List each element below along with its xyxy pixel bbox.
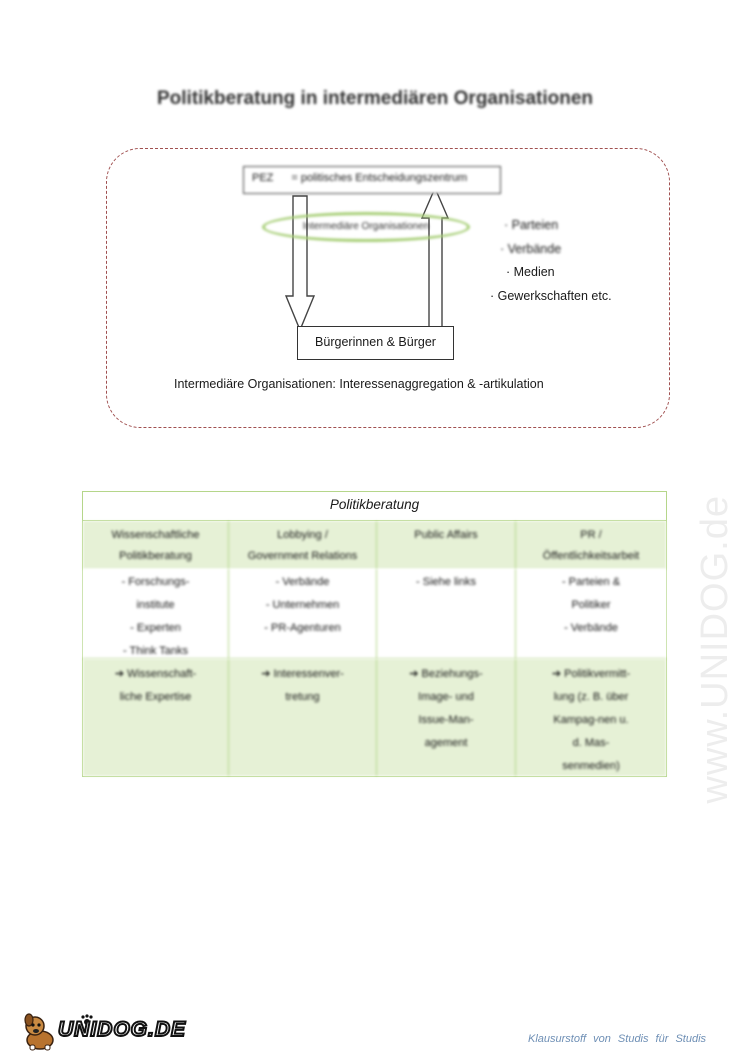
cell-line: senmedien): [562, 760, 620, 772]
header-line: Öffentlichkeitsarbeit: [542, 550, 640, 562]
cell-line: Image- und: [418, 691, 474, 703]
up-arrow-icon: [420, 186, 450, 335]
list-item: · Parteien: [504, 218, 559, 232]
footer-slogan: Klausurstoff von Studis für Studis: [528, 1033, 707, 1045]
cell-line: - Verbände: [275, 576, 330, 588]
table-header-cell: Lobbying / Government Relations: [229, 521, 377, 569]
intermediary-ellipse: Intermediäre Organisationen: [262, 212, 470, 242]
diagram-frame: [106, 148, 670, 428]
cell-line: Issue-Man-: [418, 714, 474, 726]
list-item: · Medien: [506, 265, 555, 279]
table-row: - Forschungs- institute - Experten - Thi…: [83, 569, 666, 659]
table-title: Politikberatung: [83, 492, 666, 521]
header-line: Politikberatung: [119, 550, 192, 562]
cell-line: tretung: [285, 691, 320, 703]
cell-line: ➔ Politikvermitt-: [551, 668, 631, 680]
header-line: Lobbying /: [277, 529, 328, 541]
cell-line: - Think Tanks: [122, 645, 188, 657]
cell-line: - Experten: [130, 622, 181, 634]
pez-text: = politisches Entscheidungszentrum: [291, 172, 468, 184]
paw-icon: [81, 1014, 93, 1025]
cell-line: d. Mas-: [572, 737, 610, 749]
header-line: Public Affairs: [414, 529, 478, 541]
cell-line: - Parteien &: [561, 576, 621, 588]
cell-line: - Forschungs-: [121, 576, 190, 588]
table-cell: ➔ Beziehungs- Image- und Issue-Man- agem…: [377, 659, 516, 776]
cell-line: lung (z. B. über: [553, 691, 629, 703]
watermark-text: www.UNIDOG.de: [694, 495, 736, 804]
table-header-row: Wissenschaftliche Politikberatung Lobbyi…: [83, 521, 666, 569]
cell-line: ➔ Interessenver-: [261, 668, 344, 680]
table-cell: - Siehe links: [377, 569, 516, 659]
table-cell: ➔ Politikvermitt- lung (z. B. über Kampa…: [516, 659, 666, 776]
intermediary-label: Intermediäre Organisationen: [302, 221, 430, 232]
header-line: Government Relations: [247, 550, 358, 562]
politikberatung-table: Politikberatung Wissenschaftliche Politi…: [82, 491, 667, 777]
cell-line: Politiker: [571, 599, 611, 611]
cell-line: ➔ Beziehungs-: [409, 668, 483, 680]
table-cell: - Forschungs- institute - Experten - Thi…: [83, 569, 229, 659]
table-row: ➔ Wissenschaft- liche Expertise ➔ Intere…: [83, 659, 666, 776]
cell-line: - Unternehmen: [265, 599, 340, 611]
cell-line: institute: [136, 599, 175, 611]
diagram-caption: Intermediäre Organisationen: Interessena…: [174, 377, 544, 391]
table-cell: - Parteien & Politiker - Verbände: [516, 569, 666, 659]
cell-line: agement: [424, 737, 468, 749]
dog-logo-icon: [24, 1013, 54, 1051]
page-title: Politikberatung in intermediären Organis…: [156, 88, 594, 109]
cell-line: - Verbände: [564, 622, 618, 634]
table-cell: ➔ Interessenver- tretung: [229, 659, 377, 776]
header-line: PR /: [580, 529, 602, 541]
list-item: · Verbände: [500, 241, 562, 256]
header-line: Wissenschaftliche: [111, 529, 200, 541]
cell-line: Kampag-nen u.: [553, 714, 629, 726]
cell-line: - Siehe links: [416, 576, 476, 588]
list-item: · Gewerkschaften etc.: [490, 288, 612, 303]
pez-box: PEZ = politisches Entscheidungszentrum: [243, 166, 501, 194]
table-cell: ➔ Wissenschaft- liche Expertise: [83, 659, 229, 776]
table-header-cell: Wissenschaftliche Politikberatung: [83, 521, 229, 569]
cell-line: ➔ Wissenschaft-: [114, 668, 197, 680]
citizens-box: Bürgerinnen & Bürger: [297, 326, 454, 360]
table-header-cell: PR / Öffentlichkeitsarbeit: [516, 521, 666, 569]
organisation-list: · Parteien · Verbände · Medien · Gewerks…: [490, 214, 612, 308]
cell-line: - PR-Agenturen: [264, 622, 341, 634]
table-header-cell: Public Affairs: [377, 521, 516, 569]
table-cell: - Verbände - Unternehmen - PR-Agenturen: [229, 569, 377, 659]
watermark: www.UNIDOG.de: [694, 495, 736, 804]
pez-abbrev: PEZ: [252, 172, 274, 184]
logo-text: UNIDOG.DE: [57, 1017, 187, 1042]
cell-line: liche Expertise: [119, 691, 192, 703]
